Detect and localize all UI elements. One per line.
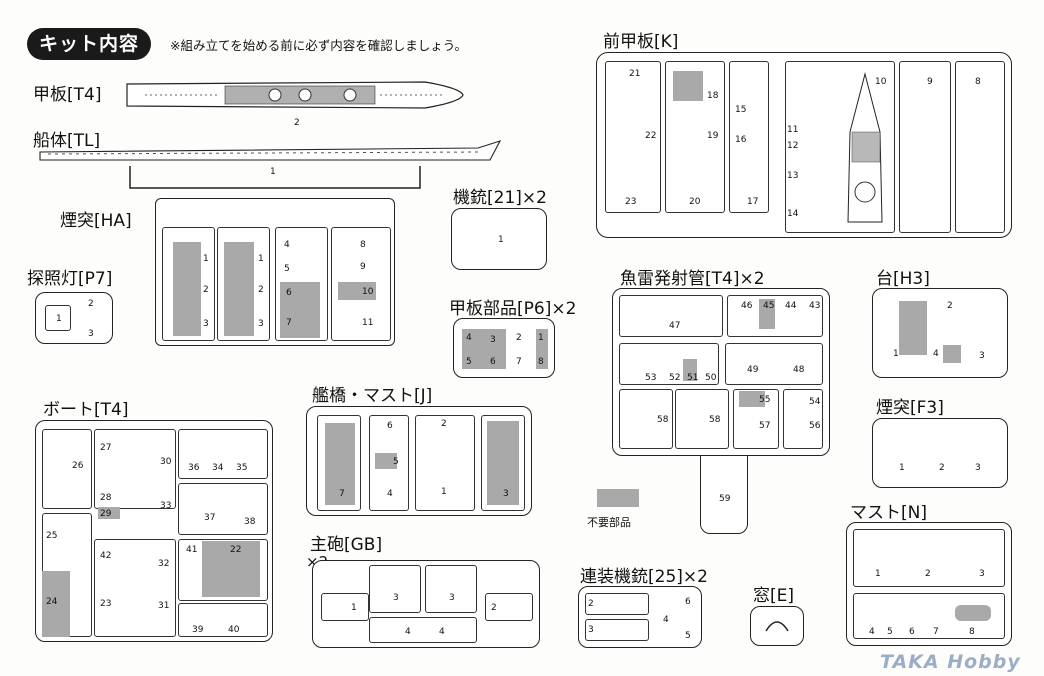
unused-parts-swatch bbox=[597, 489, 639, 507]
sprue-frame-funnel-f3: 1 2 3 bbox=[872, 418, 1008, 488]
sprue-frame-twin-mg25: 2 3 4 6 5 bbox=[578, 586, 702, 648]
sprue-frame-bridge-j: 7 6 5 4 2 1 3 bbox=[306, 406, 532, 516]
sprue-title-mg21: 機銃[21]×2 bbox=[453, 188, 547, 208]
sprue-frame-front-deck-k: 21 22 23 18 19 20 15 16 17 11 12 13 14 1… bbox=[596, 52, 1012, 238]
sprue-title-deck-t4: 甲板[T4] bbox=[33, 85, 102, 105]
torpedo-sprue-tab: 59 bbox=[700, 456, 748, 534]
sprue-title-maingun-gb: 主砲[GB] bbox=[310, 535, 383, 555]
sprue-title-hull-tl: 船体[TL] bbox=[33, 131, 101, 151]
sprue-title-boat-t4: ボート[T4] bbox=[43, 400, 129, 420]
sprue-title-deckparts-p6: 甲板部品[P6]×2 bbox=[449, 299, 577, 319]
sprue-title-front-deck-k: 前甲板[K] bbox=[603, 32, 679, 52]
sprue-frame-stand-h3: 1 2 4 3 bbox=[872, 288, 1008, 378]
front-deck-part-illustration bbox=[847, 72, 883, 223]
sprue-frame-deckparts-p6: 4 3 2 1 5 6 7 8 bbox=[453, 318, 555, 378]
sprue-frame-boat-t4: 26 27 30 28 29 33 36 34 35 37 38 25 24 4… bbox=[35, 420, 273, 642]
funnel-cell: 1 2 3 bbox=[217, 227, 270, 341]
sprue-title-funnel-ha: 煙突[HA] bbox=[60, 211, 132, 231]
sprue-frame-searchlight-p7: 1 2 3 bbox=[35, 292, 113, 344]
sprue-title-stand-h3: 台[H3] bbox=[876, 269, 930, 289]
sprue-title-funnel-f3: 煙突[F3] bbox=[876, 398, 944, 418]
sprue-frame-mast-n: 1 2 3 4 5 6 7 8 bbox=[846, 522, 1012, 646]
sprue-title-twin-mg25: 連装機銃[25]×2 bbox=[580, 567, 708, 587]
part-number: 1 bbox=[270, 167, 276, 177]
funnel-cell: 1 2 3 bbox=[162, 227, 215, 341]
sprue-title-searchlight-p7: 探照灯[P7] bbox=[27, 269, 113, 289]
sprue-frame-torpedo-t4: 47 46 45 44 43 53 52 51 50 49 48 58 58 5… bbox=[612, 288, 830, 456]
sprue-frame-mg21: 1 bbox=[451, 208, 547, 270]
watermark: TAKA Hobby bbox=[880, 651, 1021, 673]
funnel-cell: 4 5 6 7 bbox=[275, 227, 328, 341]
sprue-title-window-e: 窓[E] bbox=[753, 586, 795, 606]
kit-contents-badge: キット内容 bbox=[27, 28, 151, 60]
part-number: 2 bbox=[294, 118, 300, 128]
header-note: ※組み立てを始める前に必ず内容を確認しましょう。 bbox=[170, 38, 467, 53]
sprue-frame-maingun-gb: 3 3 1 2 4 4 bbox=[312, 560, 540, 648]
deck-part-illustration bbox=[126, 81, 464, 109]
unused-parts-label: 不要部品 bbox=[587, 516, 631, 529]
sprue-title-torpedo-t4: 魚雷発射管[T4]×2 bbox=[620, 269, 765, 289]
sprue-frame-window-e bbox=[750, 606, 804, 646]
sprue-title-bridge-j: 艦橋・マスト[J] bbox=[312, 386, 433, 406]
sprue-title-mast-n: マスト[N] bbox=[850, 503, 927, 523]
funnel-cell: 8 9 10 11 bbox=[331, 227, 391, 341]
hull-part-illustration bbox=[39, 140, 502, 189]
